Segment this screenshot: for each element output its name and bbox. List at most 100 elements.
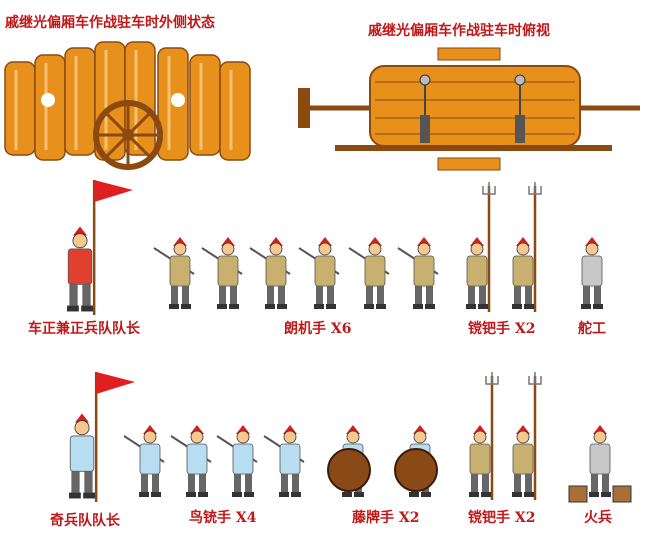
leg — [71, 471, 80, 493]
head — [368, 242, 382, 256]
wheel-bottom — [437, 157, 501, 171]
boot — [593, 304, 603, 309]
gunner-figure — [298, 237, 340, 309]
trident-icon — [482, 182, 496, 195]
boot — [354, 492, 364, 497]
qibing-leader-figure — [69, 372, 136, 502]
fire-soldier-figure — [568, 425, 632, 503]
boot — [469, 492, 479, 497]
boot — [67, 305, 79, 312]
boot — [291, 492, 301, 497]
cart-panel — [189, 54, 221, 156]
title-top-view: 戚继光偏厢车作战驻车时俯视 — [368, 23, 550, 39]
leg — [245, 474, 252, 492]
leg — [471, 474, 478, 492]
torso — [314, 255, 336, 287]
leg — [292, 474, 299, 492]
boot — [217, 304, 227, 309]
tangba-figure — [469, 372, 499, 500]
leg — [602, 474, 609, 492]
gun-mount — [419, 74, 431, 86]
flag-icon — [94, 180, 134, 202]
torso — [67, 248, 93, 285]
leg — [267, 286, 274, 304]
gun-port — [171, 93, 185, 107]
cart-panel — [34, 54, 66, 161]
shieldman-figure — [394, 425, 438, 497]
head — [413, 430, 427, 444]
musketeer-figure — [216, 425, 258, 497]
boot — [581, 304, 591, 309]
torso — [581, 255, 603, 287]
gunner-figure — [201, 237, 243, 309]
torso — [186, 443, 208, 475]
leg — [377, 286, 384, 304]
leg — [69, 284, 78, 306]
musketeer-figure — [263, 425, 305, 497]
label-tangba-2: 镋钯手 X2 — [468, 510, 536, 526]
boot — [524, 304, 534, 309]
leg — [82, 284, 91, 306]
helmet-icon — [75, 413, 89, 423]
head — [516, 430, 530, 444]
boot — [229, 304, 239, 309]
cart-leader-figure — [67, 180, 134, 315]
head — [269, 242, 283, 256]
bucket-icon — [568, 485, 588, 503]
cart-panel — [124, 41, 156, 156]
torso — [512, 443, 534, 475]
boot — [466, 304, 476, 309]
torso — [169, 255, 191, 287]
leg — [366, 286, 373, 304]
leg — [316, 286, 323, 304]
head — [74, 420, 90, 436]
boot — [376, 304, 386, 309]
gun-icon — [420, 115, 430, 143]
torso — [69, 435, 95, 472]
torso — [217, 255, 239, 287]
side-view-cart — [4, 41, 251, 170]
boot — [342, 492, 352, 497]
leg — [84, 471, 93, 493]
leg — [141, 474, 148, 492]
cart-panel — [4, 61, 36, 156]
boot — [512, 492, 522, 497]
leg — [234, 474, 241, 492]
boot — [481, 492, 491, 497]
rattan-shield-icon — [394, 448, 438, 492]
boot — [314, 304, 324, 309]
leg — [591, 474, 598, 492]
leg — [219, 286, 226, 304]
head — [346, 430, 360, 444]
torso — [469, 443, 491, 475]
label-helmsman: 舵工 — [578, 321, 606, 337]
boot — [279, 492, 289, 497]
boot — [512, 304, 522, 309]
boot — [83, 492, 95, 499]
boot — [232, 492, 242, 497]
head — [516, 242, 530, 256]
leg — [594, 286, 601, 304]
boot — [601, 492, 611, 497]
boot — [364, 304, 374, 309]
leg — [182, 286, 189, 304]
helmet-icon — [73, 226, 87, 236]
title-side-view: 戚继光偏厢车作战驻车时外侧状态 — [5, 15, 215, 31]
head — [585, 242, 599, 256]
leg — [514, 474, 521, 492]
boot — [151, 492, 161, 497]
torso — [512, 255, 534, 287]
top-view-cart — [298, 47, 640, 171]
label-qibing-leader: 奇兵队队长 — [50, 513, 120, 529]
leg — [188, 474, 195, 492]
torso — [413, 255, 435, 287]
head — [417, 242, 431, 256]
gunner-figure — [397, 237, 439, 309]
torso — [139, 443, 161, 475]
boot — [244, 492, 254, 497]
cart-panel — [219, 61, 251, 161]
leg — [230, 286, 237, 304]
leg — [583, 286, 590, 304]
leg — [525, 474, 532, 492]
